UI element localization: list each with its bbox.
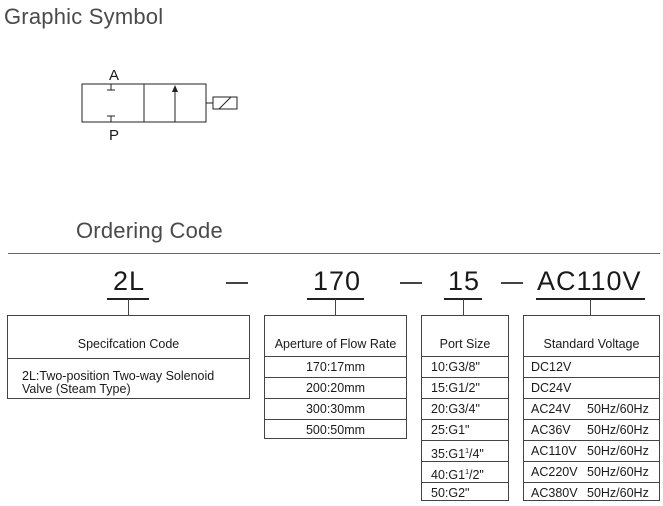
code-voltage-underline: [536, 298, 645, 300]
frequency-value: 50Hz/60Hz: [587, 423, 649, 437]
voltage-value: AC380V: [531, 486, 578, 500]
code-aperture-underline: [307, 298, 364, 300]
port-size-value: 10:G3/8": [431, 360, 480, 374]
code-port-size: 15: [448, 266, 481, 296]
port-size-row: 25:G1": [422, 419, 508, 440]
voltage-value: AC110V: [531, 444, 577, 458]
voltage-row: AC110V 50Hz/60Hz: [524, 440, 659, 461]
voltage-row: DC12V: [524, 356, 659, 377]
port-size-row: 10:G3/8": [422, 356, 508, 377]
voltage-row: AC220V 50Hz/60Hz: [524, 461, 659, 482]
port-a-label: A: [109, 67, 120, 84]
voltage-header: Standard Voltage: [543, 337, 640, 351]
voltage-box: Standard Voltage DC12V DC24V AC24V 50Hz/6…: [523, 315, 660, 501]
port-size-box: Port Size 10:G3/8" 15:G1/2" 20:G3/4" 25:…: [421, 315, 509, 501]
connector-line: [463, 299, 464, 315]
voltage-row: DC24V: [524, 377, 659, 398]
code-port-size-underline: [444, 298, 482, 300]
connector-line: [128, 299, 129, 315]
port-size-value: 15:G1/2": [431, 381, 480, 395]
graphic-symbol-title: Graphic Symbol: [4, 4, 164, 29]
connector-line: [590, 299, 591, 315]
port-size-header: Port Size: [439, 337, 491, 351]
code-series-underline: [107, 298, 149, 300]
ordering-code-title: Ordering Code: [76, 218, 223, 243]
specification-header: Specifcation Code: [77, 337, 180, 351]
section-divider: [8, 253, 660, 254]
code-separator: [400, 282, 422, 284]
voltage-value: DC12V: [531, 360, 572, 374]
port-size-row: 35:G11/4": [422, 440, 508, 461]
specification-box: Specifcation Code 2L:Two-position Two-wa…: [7, 315, 250, 399]
port-size-value: 35:G1: [431, 447, 466, 461]
port-p-label: P: [109, 127, 120, 144]
voltage-value: AC220V: [531, 465, 578, 479]
aperture-header: Aperture of Flow Rate: [274, 337, 397, 351]
port-size-value: 20:G3/4": [431, 402, 480, 416]
code-series: 2L: [113, 266, 146, 296]
aperture-row: 200:20mm: [265, 377, 406, 398]
voltage-row: AC36V 50Hz/60Hz: [524, 419, 659, 440]
aperture-box: Aperture of Flow Rate 170:17mm 200:20mm …: [264, 315, 407, 439]
port-size-value-suffix: /2": [468, 468, 484, 482]
specification-line: Valve (Steam Type): [22, 382, 131, 396]
aperture-row: 300:30mm: [265, 398, 406, 419]
voltage-value: DC24V: [531, 381, 572, 395]
code-aperture: 170: [313, 266, 362, 296]
specification-line: 2L:Two-position Two-way Solenoid: [22, 369, 215, 383]
port-size-superscript: 1: [465, 469, 469, 476]
port-size-value: 40:G1: [431, 468, 466, 482]
code-separator: [226, 282, 248, 284]
aperture-row: 500:50mm: [265, 419, 406, 440]
connector-line: [335, 299, 336, 315]
frequency-value: 50Hz/60Hz: [587, 465, 649, 479]
port-size-row: 20:G3/4": [422, 398, 508, 419]
port-size-value: 25:G1": [431, 423, 470, 437]
code-separator: [501, 282, 523, 284]
code-voltage: AC110V: [537, 266, 642, 296]
frequency-value: 50Hz/60Hz: [587, 444, 649, 458]
frequency-value: 50Hz/60Hz: [587, 486, 649, 500]
port-size-row: 40:G11/2": [422, 461, 508, 482]
solenoid-valve-symbol-icon: [81, 83, 238, 123]
port-size-row: 15:G1/2": [422, 377, 508, 398]
voltage-value: AC24V: [531, 402, 571, 416]
port-size-superscript: 1: [465, 448, 469, 455]
frequency-value: 50Hz/60Hz: [587, 402, 649, 416]
voltage-value: AC36V: [531, 423, 571, 437]
voltage-row: AC24V 50Hz/60Hz: [524, 398, 659, 419]
port-size-value-suffix: /4": [468, 447, 484, 461]
voltage-row: AC380V 50Hz/60Hz: [524, 482, 659, 502]
specification-row: 2L:Two-position Two-way Solenoid Valve (…: [8, 358, 249, 400]
aperture-row: 170:17mm: [265, 356, 406, 377]
port-size-value: 50:G2": [431, 486, 470, 500]
port-size-row: 50:G2": [422, 482, 508, 502]
